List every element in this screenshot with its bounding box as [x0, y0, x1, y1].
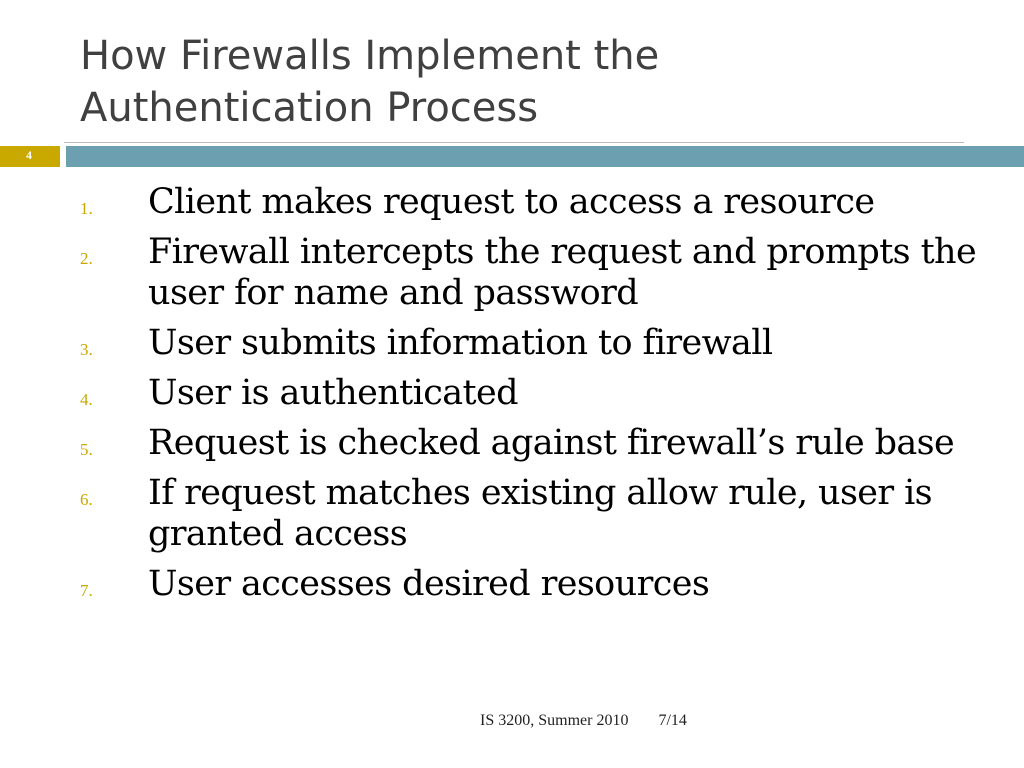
list-item-text: User submits information to firewall — [148, 323, 773, 363]
list-item-number: 4. — [80, 390, 93, 409]
slide-footer: IS 3200, Summer 2010 7/14 — [480, 711, 687, 731]
footer-course-text: IS 3200, Summer 2010 — [480, 712, 629, 729]
list-item-text: If request matches existing allow rule, … — [148, 473, 933, 554]
list-item: 7. User accesses desired resources — [0, 564, 1024, 605]
list-item-number: 2. — [80, 249, 93, 268]
list-item-text: Firewall intercepts the request and prom… — [148, 232, 977, 313]
list-item-number: 3. — [80, 340, 93, 359]
slide-number-badge: 4 — [0, 146, 60, 167]
list-item: 4. User is authenticated — [0, 373, 1024, 414]
list-item-text: Request is checked against firewall’s ru… — [148, 423, 955, 463]
list-item-number: 5. — [80, 440, 93, 459]
list-item-number: 1. — [80, 199, 93, 218]
header-accent-band — [66, 146, 1024, 167]
list-item: 1. Client makes request to access a reso… — [0, 182, 1024, 223]
list-item: 2. Firewall intercepts the request and p… — [0, 232, 1024, 314]
list-item-number: 7. — [80, 581, 93, 600]
list-item: 5. Request is checked against firewall’s… — [0, 423, 1024, 464]
list-item-text: User accesses desired resources — [148, 564, 710, 604]
title-divider-line — [64, 142, 964, 143]
list-item: 3. User submits information to firewall — [0, 323, 1024, 364]
list-item-text: User is authenticated — [148, 373, 518, 413]
list-item-number: 6. — [80, 490, 93, 509]
steps-list: 1. Client makes request to access a reso… — [0, 182, 1024, 614]
slide-title: How Firewalls Implement the Authenticati… — [80, 33, 660, 131]
list-item: 6. If request matches existing allow rul… — [0, 473, 1024, 555]
footer-date-text: 7/14 — [658, 712, 687, 729]
list-item-text: Client makes request to access a resourc… — [148, 182, 875, 222]
